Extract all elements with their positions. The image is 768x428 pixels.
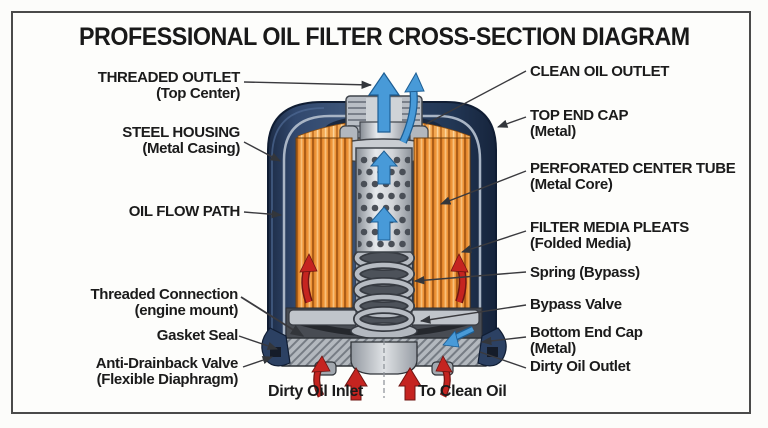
label-oil-flow-path: OIL FLOW PATH <box>128 203 241 220</box>
label-spring-bypass: Spring (Bypass) <box>530 264 640 281</box>
label-gasket-seal: Gasket Seal <box>156 327 239 344</box>
chamber-flow-arrow <box>442 330 460 348</box>
tube-flow-arrow-upper <box>369 150 399 185</box>
leader-threaded-outlet <box>243 80 373 89</box>
housing-inner-lining <box>282 114 482 353</box>
pleat-flow-arrow-right <box>450 253 469 273</box>
label-steel-housing: STEEL HOUSING(Metal Casing) <box>122 124 240 157</box>
label-bypass-valve: Bypass Valve <box>530 296 622 313</box>
leader-filter-media-pleats <box>461 230 527 254</box>
leader-threaded-connection <box>240 296 305 337</box>
label-bottom-end-cap: Bottom End Cap(Metal) <box>530 324 643 357</box>
leader-perforated-center-tube <box>440 170 527 205</box>
clean-oil-flow-arrows <box>367 71 475 348</box>
clean-oil-outlet-arrow <box>367 71 401 133</box>
leader-anti-drainback-valve <box>242 356 273 368</box>
leader-lines <box>238 70 527 369</box>
label-anti-drainback-valve: Anti-Drainback Valve(Flexible Diaphragm) <box>95 355 239 388</box>
label-filter-media-pleats: FILTER MEDIA PLEATS(Folded Media) <box>530 219 689 252</box>
spring-bypass-assembly <box>350 245 418 340</box>
bypass-spring <box>353 245 415 332</box>
inlet-arrow-straight-left <box>344 367 368 401</box>
label-dirty-oil-inlet: Dirty Oil Inlet <box>268 383 364 400</box>
label-threaded-outlet: THREADED OUTLET(Top Center) <box>97 69 241 102</box>
bottom-end-cap-left <box>288 309 362 326</box>
inlet-arrow-curved-right <box>435 355 453 373</box>
leader-dirty-oil-outlet <box>479 351 527 369</box>
inlet-arrow-curved-left <box>311 355 331 373</box>
label-perforated-center-tube: PERFORATED CENTER TUBE(Metal Core) <box>530 160 736 193</box>
label-dirty-oil-outlet: Dirty Oil Outlet <box>530 358 631 375</box>
leader-spring-bypass <box>413 271 527 285</box>
label-clean-oil-outlet: CLEAN OIL OUTLET <box>530 63 670 80</box>
gasket-seal-left <box>270 347 281 357</box>
filter-media-pleats <box>295 137 471 317</box>
label-threaded-connection: Threaded Connection(engine mount) <box>90 286 238 319</box>
leader-bypass-valve <box>419 304 527 324</box>
leader-top-end-cap <box>497 116 527 128</box>
diagram-title: PROFESSIONAL OIL FILTER CROSS-SECTION DI… <box>78 23 690 51</box>
tube-flow-arrow-lower <box>369 206 399 241</box>
inlet-arrow-straight-right <box>398 367 422 401</box>
leader-oil-flow-path <box>243 210 283 219</box>
label-top-end-cap: TOP END CAP(Metal) <box>530 107 629 140</box>
leader-clean-oil-outlet <box>425 70 527 125</box>
leader-bottom-end-cap <box>480 336 527 346</box>
gasket-seal-right <box>487 347 498 357</box>
leader-steel-housing <box>243 141 281 162</box>
dirty-oil-flow-arrows <box>299 253 469 401</box>
clean-oil-curved-arrow <box>404 71 425 93</box>
label-to-clean-oil: To Clean Oil <box>418 383 507 400</box>
pleat-flow-arrow-left <box>299 253 318 273</box>
leader-gasket-seal <box>238 335 278 350</box>
